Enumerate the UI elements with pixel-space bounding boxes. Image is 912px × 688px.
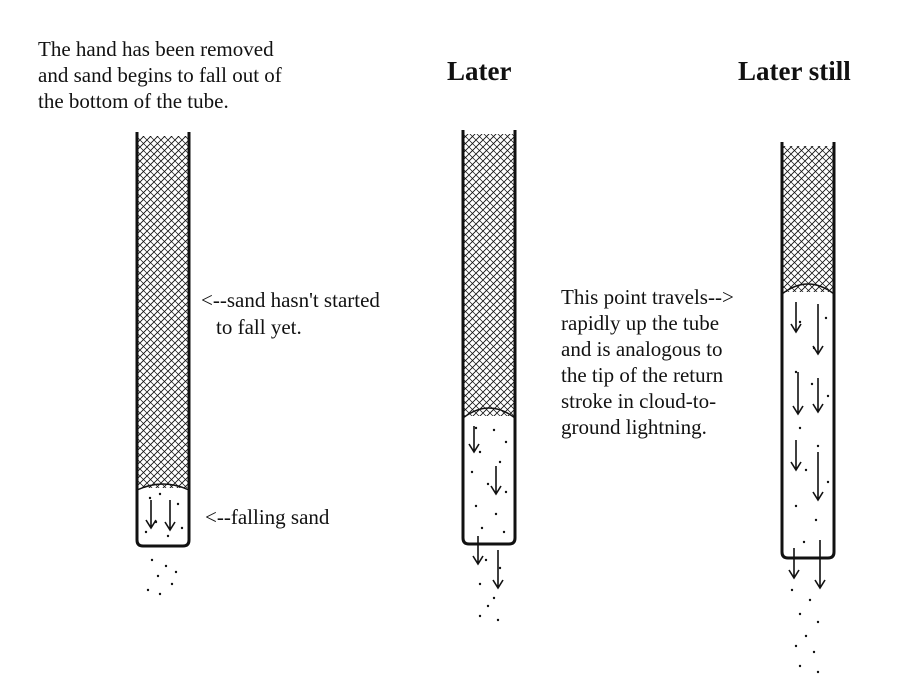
falling-sand-1	[144, 492, 184, 596]
tube-wall-3	[780, 142, 836, 560]
tube-wall-1	[135, 132, 191, 548]
sand-boundary-1	[136, 483, 190, 491]
tube-wall-2	[461, 130, 517, 546]
down-arrows-3	[788, 302, 826, 590]
tube-1	[135, 132, 191, 596]
return-stroke-line-4: the tip of the return	[561, 363, 724, 387]
panel1-caption-line-1: The hand has been removed	[38, 37, 274, 61]
tube-2	[461, 130, 517, 622]
falling-sand-2	[470, 426, 508, 622]
return-stroke-line-2: rapidly up the tube	[561, 311, 720, 335]
return-stroke-line-3: and is analogous to	[561, 337, 723, 361]
packed-sand-2	[463, 134, 515, 416]
panel2-title: Later	[447, 56, 512, 86]
tube-3	[780, 142, 836, 674]
down-arrows-1	[145, 500, 176, 532]
return-stroke-line-6: ground lightning.	[561, 415, 707, 439]
return-stroke-line-5: stroke in cloud-to-	[561, 389, 717, 413]
sand-boundary-3	[781, 283, 835, 295]
down-arrows-2	[468, 426, 504, 590]
falling-sand-3	[790, 316, 830, 674]
panel1-caption-line-2: and sand begins to fall out of	[38, 63, 282, 87]
return-stroke-line-1: This point travels-->	[561, 285, 734, 309]
sand-boundary-2	[462, 407, 516, 419]
not-started-label-line-1: <--sand hasn't started	[201, 288, 380, 312]
panel1-caption-line-3: the bottom of the tube.	[38, 89, 229, 113]
packed-sand-1	[137, 136, 189, 488]
packed-sand-3	[782, 146, 834, 292]
panel3-title: Later still	[738, 56, 851, 86]
not-started-label-line-2: to fall yet.	[216, 315, 302, 339]
falling-sand-label: <--falling sand	[205, 505, 330, 529]
